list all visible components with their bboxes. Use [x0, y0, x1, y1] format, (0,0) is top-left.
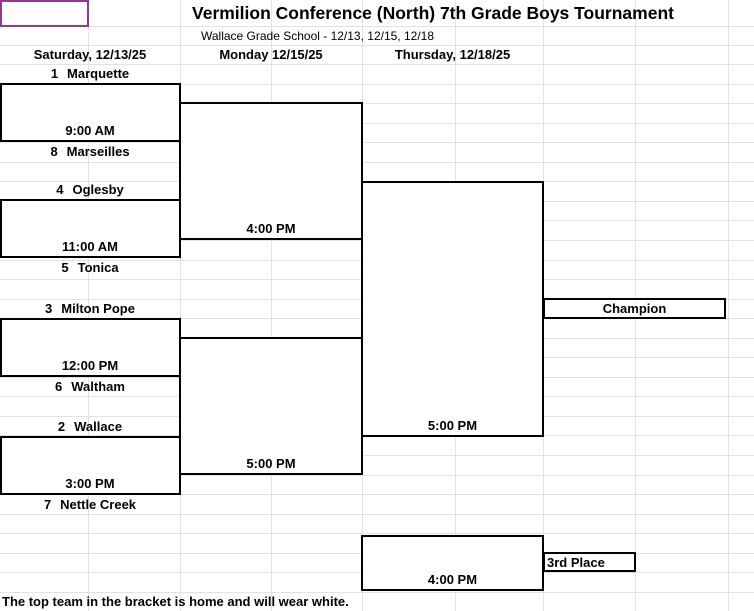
gridline: [0, 455, 754, 456]
semifinal1-box: [179, 102, 363, 240]
game3-box: [0, 318, 181, 377]
day-header-saturday[interactable]: Saturday, 12/13/25: [33, 47, 147, 62]
team-cell-marquette[interactable]: 1 Marquette: [0, 64, 180, 83]
seed-number: 6: [55, 379, 63, 394]
team-cell-nettle-creek[interactable]: 7 Nettle Creek: [0, 495, 180, 514]
team-name: Marseilles: [66, 144, 130, 159]
gridline: [88, 0, 89, 611]
champion-slot-box: [543, 298, 726, 319]
game3-time[interactable]: 12:00 PM: [61, 358, 119, 373]
game4-box: [0, 436, 181, 495]
gridline: [0, 162, 754, 163]
gridline: [0, 64, 754, 65]
day-header-thursday[interactable]: Thursday, 12/18/25: [394, 47, 511, 62]
seed-number: 2: [57, 419, 66, 434]
championship-box: [361, 181, 544, 437]
gridline: [0, 103, 754, 104]
team-cell-wallace[interactable]: 2 Wallace: [0, 417, 180, 436]
semifinal1-time[interactable]: 4:00 PM: [246, 221, 296, 236]
seed-number: 1: [50, 66, 59, 81]
team-cell-oglesby[interactable]: 4 Oglesby: [0, 180, 180, 199]
seed-number: 8: [50, 144, 58, 159]
team-name: Milton Pope: [61, 301, 135, 316]
team-cell-marseilles[interactable]: 8 Marseilles: [0, 142, 180, 161]
gridline: [0, 84, 754, 85]
team-name: Waltham: [71, 379, 125, 394]
game1-time[interactable]: 9:00 AM: [65, 123, 115, 138]
seed-number: 3: [45, 301, 53, 316]
day-header-monday[interactable]: Monday 12/15/25: [219, 47, 323, 62]
team-name: Nettle Creek: [60, 497, 137, 512]
team-cell-waltham[interactable]: 6 Waltham: [0, 377, 180, 396]
gridline: [0, 533, 754, 534]
championship-time[interactable]: 5:00 PM: [427, 418, 478, 433]
selected-cell-a1[interactable]: [0, 0, 89, 27]
gridline: [0, 475, 754, 476]
page-title[interactable]: Vermilion Conference (North) 7th Grade B…: [192, 2, 674, 23]
game2-time[interactable]: 11:00 AM: [62, 239, 118, 254]
third-place-slot-box: [543, 552, 636, 572]
gridline: [0, 26, 754, 27]
team-name: Marquette: [67, 66, 130, 81]
semifinal2-time[interactable]: 5:00 PM: [246, 456, 296, 471]
gridline: [271, 0, 272, 611]
footnote[interactable]: The top team in the bracket is home and …: [2, 594, 349, 609]
seed-number: 7: [43, 497, 52, 512]
gridline: [0, 514, 754, 515]
gridline: [728, 0, 729, 611]
team-name: Oglesby: [72, 182, 124, 197]
champion-label[interactable]: Champion: [602, 301, 667, 316]
gridline: [0, 494, 754, 495]
third-place-time[interactable]: 4:00 PM: [427, 572, 478, 587]
subtitle[interactable]: Wallace Grade School - 12/13, 12/15, 12/…: [200, 28, 435, 43]
team-cell-milton-pope[interactable]: 3 Milton Pope: [0, 299, 180, 318]
gridline: [0, 123, 754, 124]
seed-number: 5: [61, 260, 69, 275]
third-place-box: [361, 535, 544, 591]
third-place-label[interactable]: 3rd Place: [547, 554, 605, 570]
team-name: Tonica: [77, 260, 119, 275]
seed-number: 4: [56, 182, 64, 197]
game4-time[interactable]: 3:00 PM: [65, 476, 115, 491]
gridline: [0, 142, 754, 143]
gridline: [0, 45, 754, 46]
team-cell-tonica[interactable]: 5 Tonica: [0, 258, 180, 277]
gridline: [179, 0, 181, 611]
team-name: Wallace: [74, 419, 123, 434]
gridline: [0, 592, 754, 593]
game1-box: [0, 83, 181, 142]
game2-box: [0, 199, 181, 258]
